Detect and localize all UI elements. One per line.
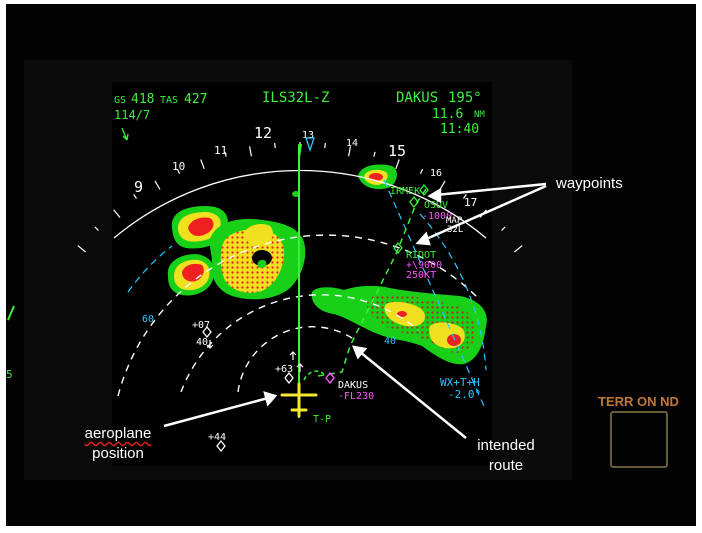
heading-13: 13	[302, 130, 314, 141]
waypoint-symbols	[393, 183, 429, 255]
heading-labels: 9 10 11 12 13 14 15 16 17	[134, 124, 477, 209]
compass-tick	[274, 143, 276, 149]
heading-bug-icon	[305, 137, 315, 153]
wind-arrow-icon	[121, 127, 129, 141]
compass-tick	[373, 151, 376, 157]
compass-tick	[249, 146, 252, 157]
traffic-3-icon	[216, 439, 226, 453]
approach-label: ILS32L-Z	[262, 90, 329, 106]
traffic-1-alt: 40	[196, 337, 208, 348]
approach-cyan-line	[383, 179, 485, 407]
compass-tick	[348, 146, 351, 157]
waypoint-ridot-icon	[393, 241, 403, 255]
wx-tilt: -2.0°	[448, 388, 481, 401]
compass-tick	[501, 226, 506, 231]
side-text: 5	[6, 368, 13, 381]
top-right-data: DAKUS 195° 11.6 NM 11:40	[396, 90, 485, 137]
compass-tick	[77, 245, 86, 253]
compass-tick	[324, 143, 326, 149]
top-left-data: GS 418 TAS 427 114/7	[114, 92, 207, 141]
label-dakus-alt: -FL230	[338, 391, 374, 402]
side-green-mark	[7, 305, 15, 321]
compass-tick	[224, 151, 227, 157]
heading-9: 9	[134, 178, 143, 196]
heading-12: 12	[254, 124, 272, 142]
compass-tick	[133, 194, 137, 199]
label-ridot: RIDOT	[406, 250, 436, 261]
label-dakus: DAKUS	[338, 380, 368, 391]
compass-tick	[463, 194, 467, 199]
label-osuv: OSUV	[424, 200, 448, 211]
range-label-40-right: 40	[384, 336, 396, 347]
label-irmek: IRMEK	[390, 186, 420, 197]
range-label-60: 60	[142, 314, 154, 325]
traffic-3-label: +44	[208, 432, 226, 443]
climbing-arrow-2-icon	[296, 363, 304, 372]
waypoint-irmek-icon	[419, 183, 429, 197]
tas-value: 427	[184, 92, 207, 107]
waypoint-osuv-icon	[409, 195, 419, 209]
annotation-route-line1: intended	[477, 437, 535, 454]
heading-10: 10	[172, 160, 185, 173]
traffic-2-icon	[284, 371, 294, 385]
heading-14: 14	[346, 138, 358, 149]
label-tp: T-P	[313, 414, 331, 425]
compass-tick	[154, 180, 161, 190]
compass-tick	[395, 159, 400, 170]
descending-arrow-icon	[206, 340, 214, 349]
compass-tick	[113, 209, 121, 218]
label-ridot-alt: +\9000	[406, 260, 442, 271]
traffic-1-label: +07	[192, 320, 210, 331]
annotation-waypoints: waypoints	[556, 175, 623, 192]
label-osuv-note: MAP	[446, 216, 463, 226]
label-osuv-alt: -1000	[422, 211, 452, 222]
compass-tick	[514, 245, 523, 253]
heading-17: 17	[464, 196, 477, 209]
label-osuv-rwy: 32L	[447, 225, 463, 235]
compass-tick	[176, 168, 181, 174]
aircraft-symbol-icon	[280, 382, 318, 418]
annotation-intended-route: intended route	[468, 436, 544, 476]
annotation-aeroplane-line2: position	[92, 445, 144, 462]
next-waypoint-bearing: 195°	[448, 90, 482, 106]
heading-16: 16	[430, 168, 442, 179]
terr-on-nd-button[interactable]	[610, 411, 668, 468]
compass-tick	[419, 168, 424, 174]
compass-tick	[200, 159, 205, 170]
waypoint-dakus-icon	[325, 371, 335, 385]
traffic-2-label: +63	[275, 364, 293, 375]
distance-unit: NM	[474, 110, 485, 120]
intended-route-line	[317, 185, 429, 377]
distance-value: 11.6	[432, 107, 463, 122]
label-ridot-speed: 250KT	[406, 270, 436, 281]
gs-label: GS	[114, 95, 126, 106]
route-turn-arc	[303, 370, 325, 381]
traffic-symbols	[202, 325, 294, 453]
terr-on-nd-label: TERR ON ND	[598, 394, 679, 409]
tas-label: TAS	[160, 95, 178, 106]
annotation-arrows	[163, 182, 547, 439]
annotation-aeroplane-position: aeroplane position	[80, 424, 156, 464]
gs-value: 418	[131, 92, 154, 107]
heading-11: 11	[214, 144, 227, 157]
heading-15: 15	[388, 142, 406, 160]
range-rings	[117, 234, 481, 397]
climbing-arrow-icon	[289, 351, 297, 360]
eta-value: 11:40	[440, 122, 479, 137]
wind-value: 114/7	[114, 108, 150, 122]
traffic-1-icon	[202, 325, 212, 339]
wx-mode: WX+T+H	[440, 376, 480, 389]
annotation-aeroplane-line1: aeroplane	[84, 425, 152, 442]
compass-tick	[94, 226, 99, 231]
weather-returns	[167, 164, 487, 365]
cyan-range-rings	[127, 213, 487, 371]
next-waypoint: DAKUS	[396, 90, 438, 106]
annotation-route-line2: route	[488, 457, 524, 474]
